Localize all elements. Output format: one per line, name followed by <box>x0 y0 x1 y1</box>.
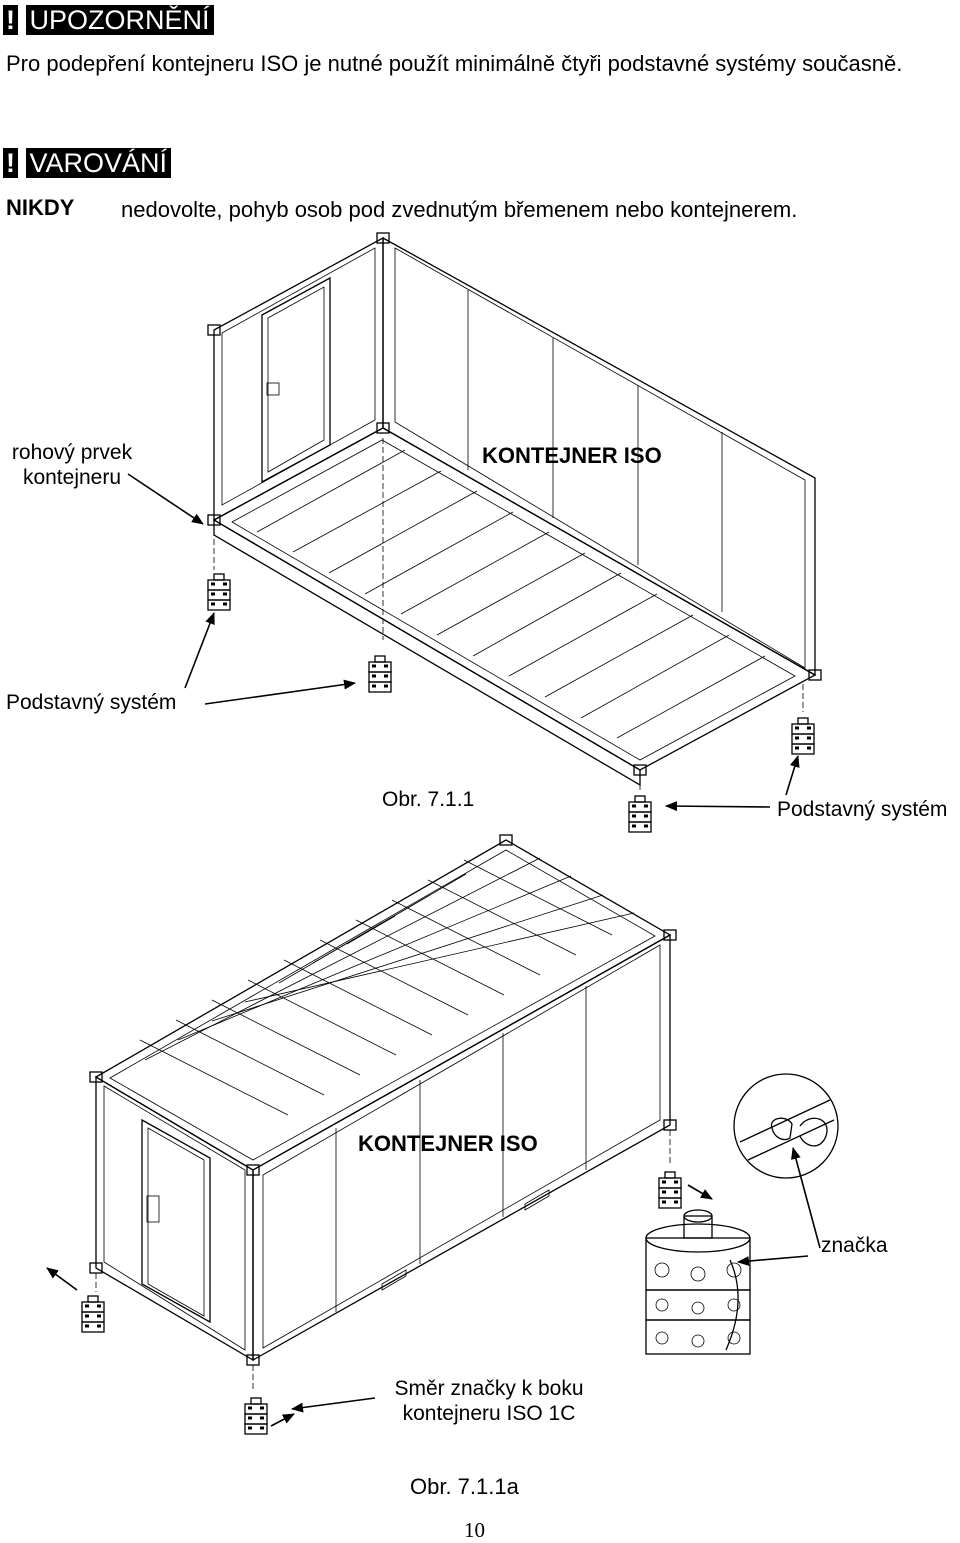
caution-header: ! UPOZORNĚNÍ <box>3 4 214 36</box>
figure1-arrows <box>127 473 800 812</box>
caution-mark: ! <box>3 5 18 35</box>
figure1-caption: Obr. 7.1.1 <box>382 788 475 811</box>
figure2-arrows <box>46 1147 821 1427</box>
figure2-container-drawing <box>89 834 677 1390</box>
figure1-support-stands <box>206 572 816 834</box>
figure1-support-label-right: Podstavný systém <box>777 798 948 821</box>
warning-keyword: NIKDY <box>6 195 75 220</box>
mark-label: značka <box>821 1234 888 1257</box>
warning-text: nedovolte, pohyb osob pod zvednutým břem… <box>121 197 798 222</box>
figure1-support-label-left: Podstavný systém <box>6 691 177 714</box>
enlarged-support-stand <box>645 1209 751 1355</box>
warning-header: ! VAROVÁNÍ <box>3 147 172 179</box>
figure1-container-label: KONTEJNER ISO <box>482 443 662 468</box>
mark-direction-line1: Směr značky k boku <box>394 1377 584 1400</box>
mark-direction-label: Směr značky k boku kontejneru ISO 1C <box>378 1376 600 1426</box>
caution-title: UPOZORNĚNÍ <box>25 5 214 35</box>
mark-direction-line2: kontejneru ISO 1C <box>402 1402 576 1425</box>
figure1-container-drawing <box>207 232 822 790</box>
corner-fitting-label-line1: rohový prvek <box>11 441 133 464</box>
caution-text: Pro podepření kontejneru ISO je nutné po… <box>6 51 903 76</box>
corner-fitting-label: rohový prvek kontejneru <box>4 440 140 490</box>
warning-title: VAROVÁNÍ <box>25 148 172 178</box>
figure2-container-label: KONTEJNER ISO <box>358 1131 538 1156</box>
page-number: 10 <box>464 1518 485 1542</box>
figure2-caption: Obr. 7.1.1a <box>410 1474 519 1499</box>
warning-mark: ! <box>3 148 18 178</box>
mark-detail-circle <box>733 1073 839 1179</box>
corner-fitting-label-line2: kontejneru <box>22 466 122 489</box>
